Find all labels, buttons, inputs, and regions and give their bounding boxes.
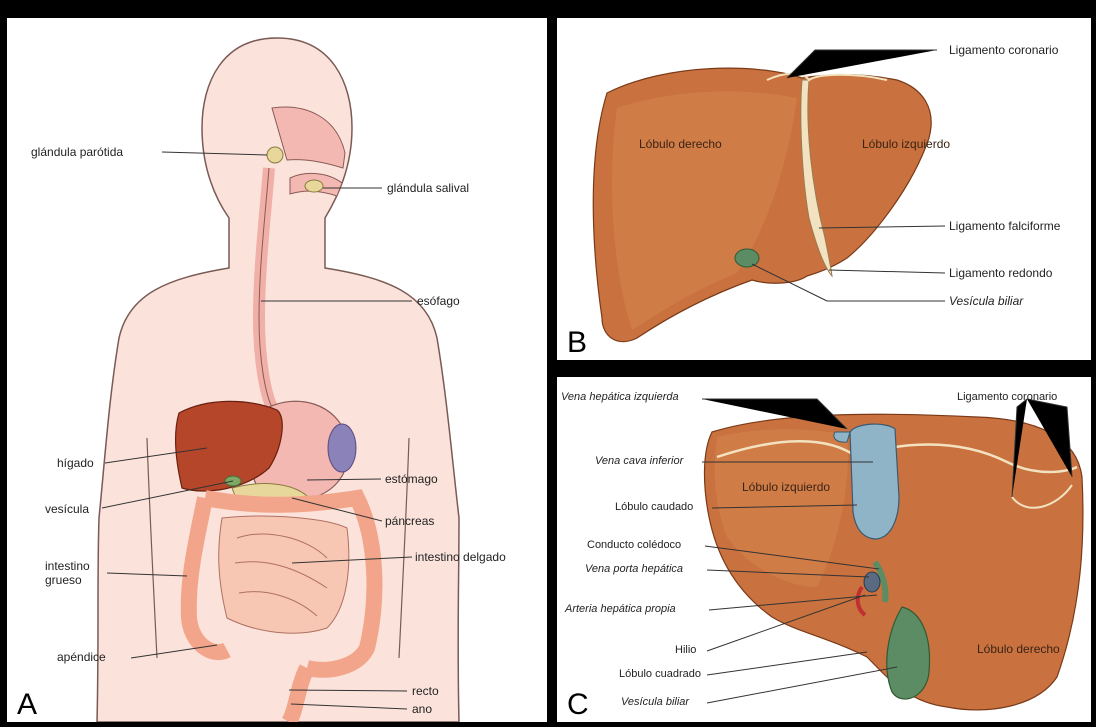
label-caudate-lobe: Lóbulo caudado [615, 501, 693, 513]
label-right-lobe-c: Lóbulo derecho [977, 642, 1060, 656]
panel-letter-b: B [567, 328, 587, 358]
label-right-lobe: Lóbulo derecho [639, 137, 722, 151]
panel-letter-a: A [17, 690, 37, 720]
label-falciform-ligament: Ligamento falciforme [949, 219, 1060, 233]
label-esophagus: esófago [417, 294, 460, 308]
panel-liver-anterior: Ligamento coronario Lóbulo derecho Lóbul… [557, 18, 1091, 360]
digestive-system-illustration [7, 18, 547, 722]
label-left-lobe-c: Lóbulo izquierdo [742, 480, 830, 494]
label-hepatic-artery: Arteria hepática propia [565, 603, 676, 615]
label-gallbladder: Vesícula biliar [949, 294, 1023, 308]
label-quadrate-lobe: Lóbulo cuadrado [619, 668, 701, 680]
label-left-lobe: Lóbulo izquierdo [862, 137, 950, 151]
label-common-bile-duct: Conducto colédoco [587, 539, 681, 551]
label-rectum: recto [412, 684, 439, 698]
label-inferior-vena-cava: Vena cava inferior [595, 455, 683, 467]
label-salivary: glándula salival [387, 181, 469, 195]
panel-digestive-system: glándula parótida glándula salival esófa… [7, 18, 547, 722]
label-stomach: estómago [385, 472, 438, 486]
label-hilum: Hilio [675, 644, 696, 656]
label-parotid: glándula parótida [31, 145, 123, 159]
label-pancreas: páncreas [385, 514, 434, 528]
label-small-intestine: intestino delgado [415, 550, 506, 564]
label-gallbladder-c: Vesícula biliar [621, 696, 689, 708]
label-coronary-ligament-c: Ligamento coronario [957, 391, 1057, 403]
label-gallbladder: vesícula [45, 502, 89, 516]
label-portal-vein: Vena porta hepática [585, 563, 683, 575]
label-large-intestine: intestino grueso [45, 559, 90, 587]
panel-letter-c: C [567, 690, 589, 720]
label-liver: hígado [57, 456, 94, 470]
label-appendix: apéndice [57, 650, 106, 664]
panel-liver-posterior: Vena hepática izquierda Ligamento corona… [557, 377, 1091, 722]
label-anus: ano [412, 702, 432, 716]
label-round-ligament: Ligamento redondo [949, 266, 1052, 280]
label-left-hepatic-vein: Vena hepática izquierda [561, 391, 679, 403]
label-coronary-ligament: Ligamento coronario [949, 43, 1058, 57]
liver-anterior-illustration [557, 18, 1091, 360]
